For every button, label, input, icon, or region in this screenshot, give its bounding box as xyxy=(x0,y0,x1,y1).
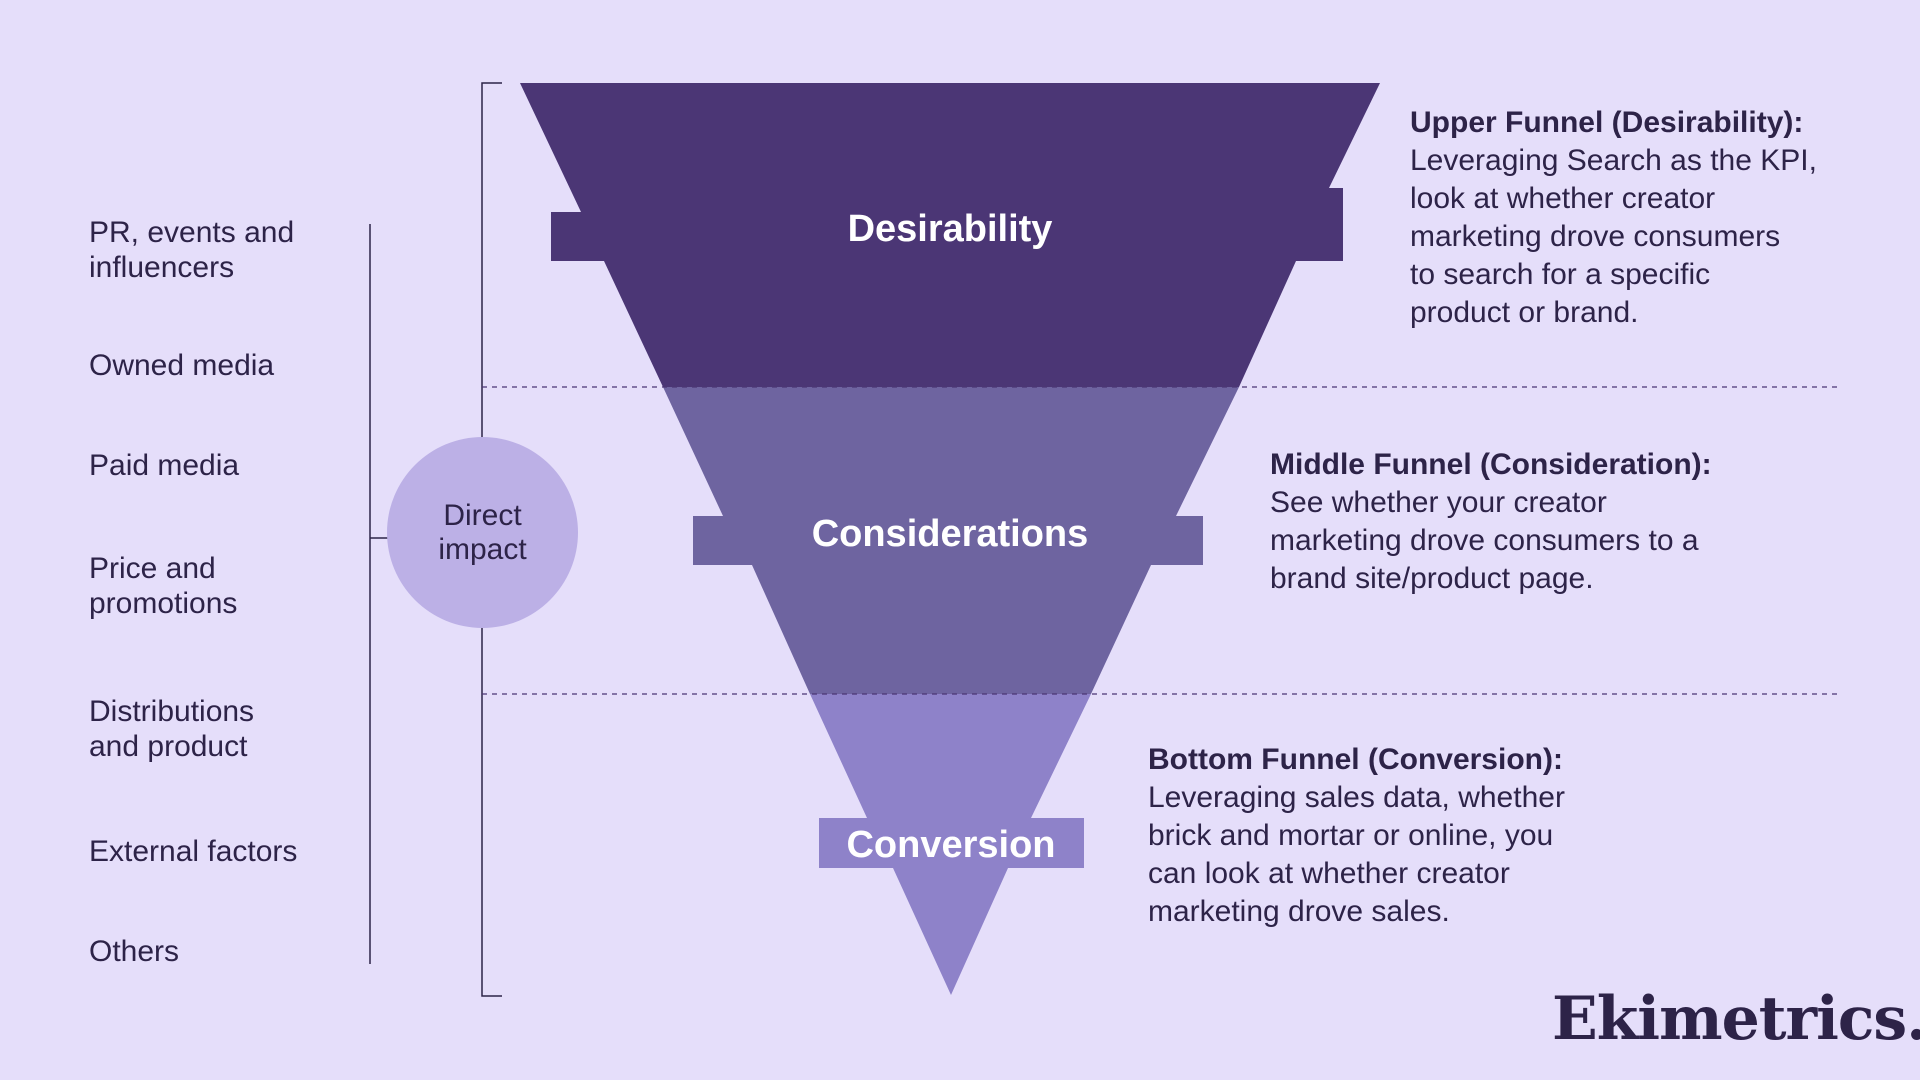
factor-paid-media: Paid media xyxy=(89,449,240,482)
stage-conversion xyxy=(810,694,1091,995)
stage-desirability-shape xyxy=(520,83,1380,387)
upper-funnel-heading: Upper Funnel (Desirability): xyxy=(1410,106,1804,139)
factor-pr-events-influencers: PR, events and influencers xyxy=(89,216,295,284)
factor-external-factors: External factors xyxy=(89,835,298,868)
factor-price-promotions: Price and promotions xyxy=(89,552,238,620)
stage-conversion-label: Conversion xyxy=(846,824,1055,866)
middle-funnel-description: Middle Funnel (Consideration): See wheth… xyxy=(1270,446,1830,598)
stage-considerations xyxy=(663,387,1239,694)
stage-desirability xyxy=(520,83,1380,387)
stage-considerations-label: Considerations xyxy=(812,513,1089,555)
bottom-funnel-heading: Bottom Funnel (Conversion): xyxy=(1148,743,1563,776)
upper-funnel-description: Upper Funnel (Desirability): Leveraging … xyxy=(1410,104,1890,332)
bottom-funnel-description: Bottom Funnel (Conversion): Leveraging s… xyxy=(1148,741,1708,931)
bottom-funnel-body: Leveraging sales data, whether brick and… xyxy=(1148,781,1565,928)
factor-owned-media: Owned media xyxy=(89,349,275,382)
factor-others: Others xyxy=(89,935,180,968)
middle-funnel-body: See whether your creator marketing drove… xyxy=(1270,486,1699,595)
direct-impact-circle: Direct impact xyxy=(387,437,578,628)
stage-conversion-shape xyxy=(810,694,1091,995)
middle-funnel-heading: Middle Funnel (Consideration): xyxy=(1270,448,1712,481)
stage-considerations-shape xyxy=(663,387,1239,694)
ekimetrics-logo: Ekimetrics. xyxy=(1552,984,1920,1054)
stage-desirability-label: Desirability xyxy=(848,208,1053,250)
factor-distributions-product: Distributions and product xyxy=(89,695,255,763)
upper-funnel-body: Leveraging Search as the KPI, look at wh… xyxy=(1410,144,1817,329)
